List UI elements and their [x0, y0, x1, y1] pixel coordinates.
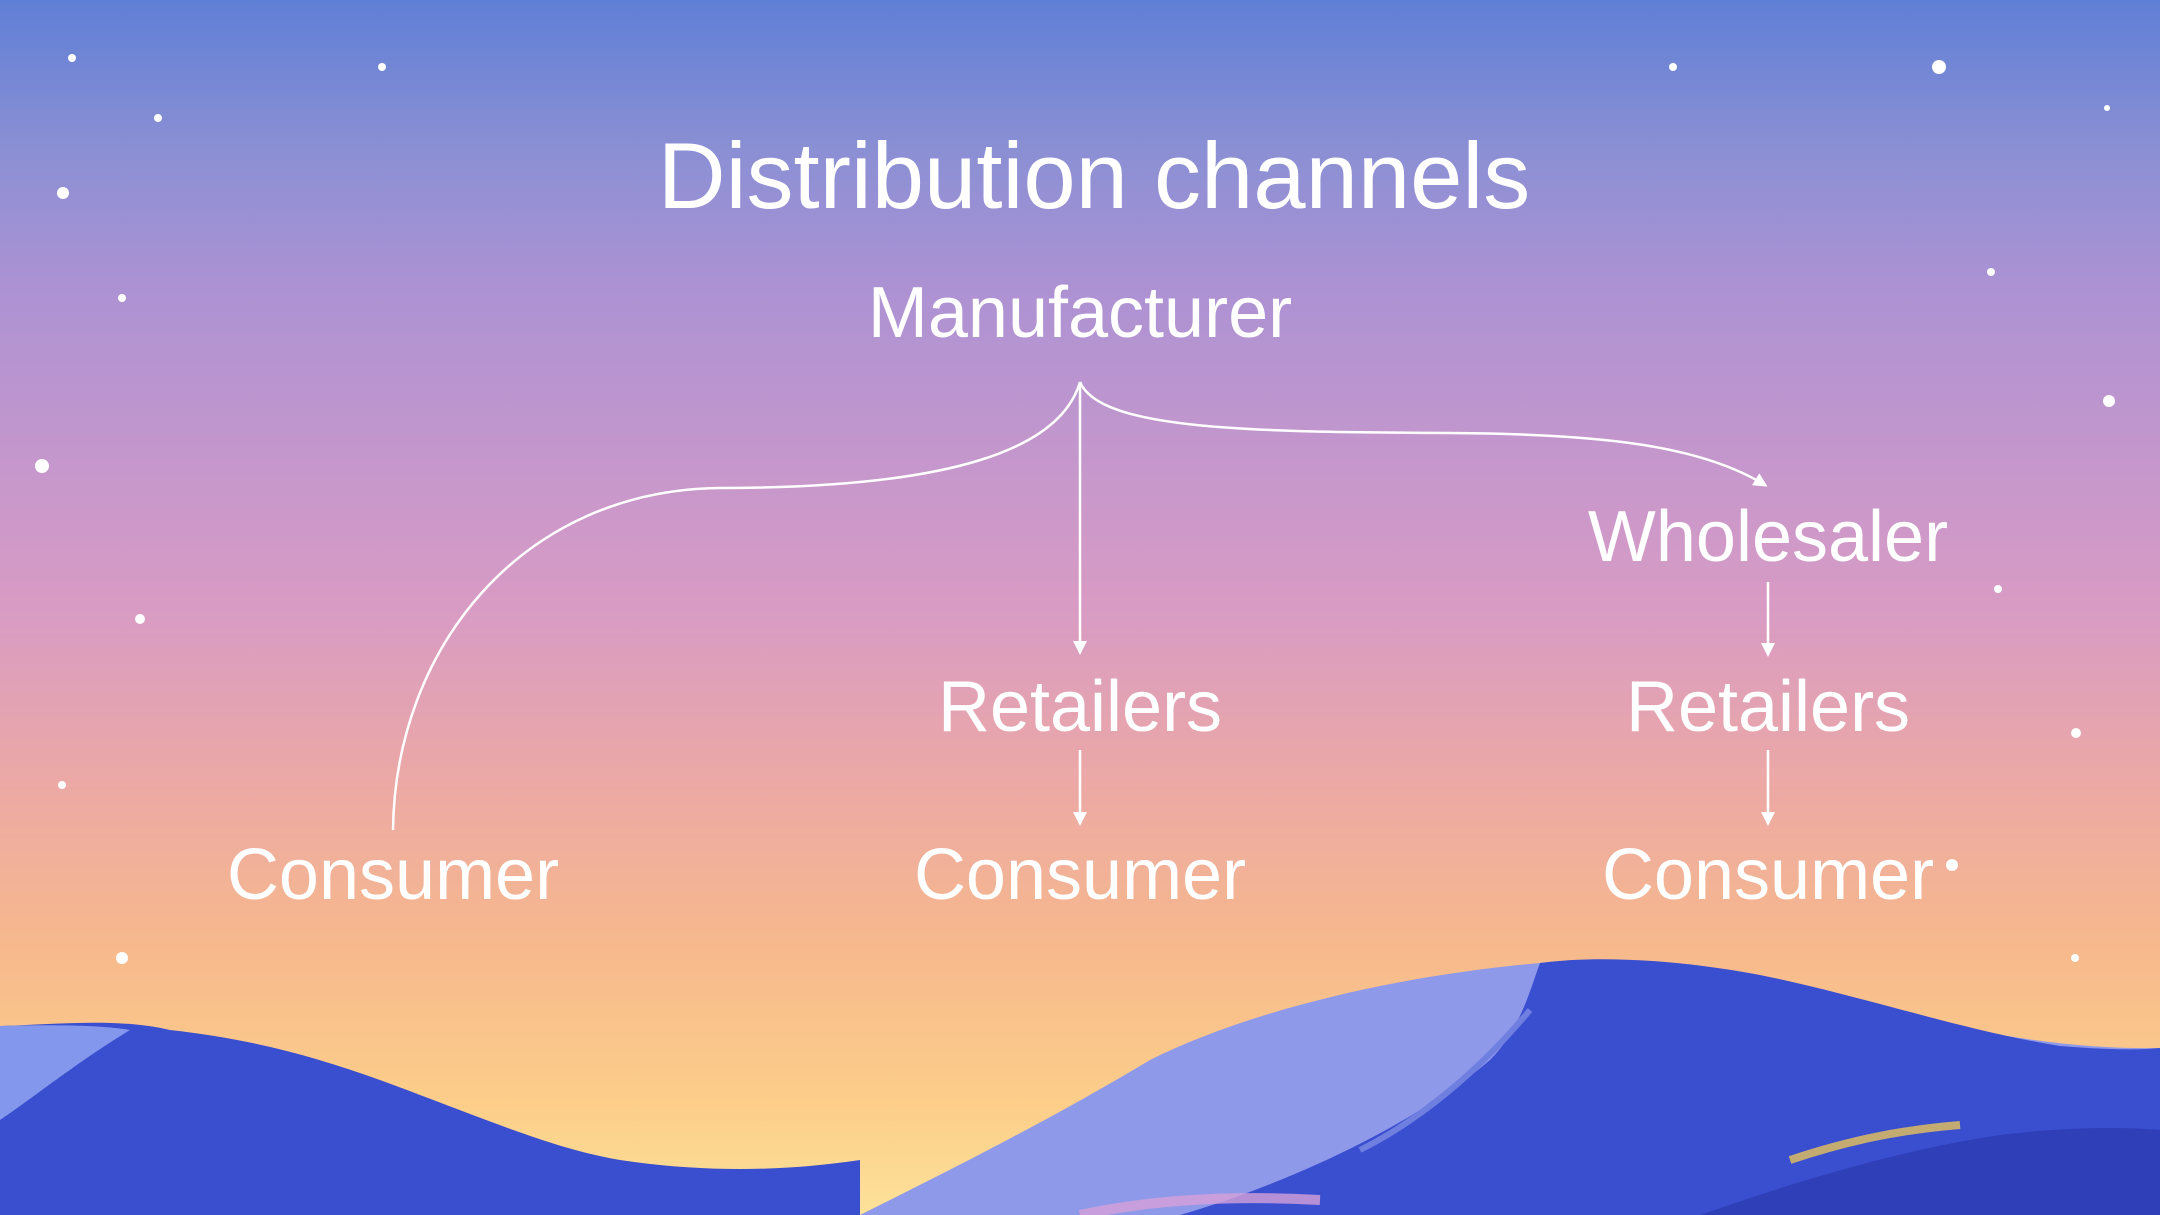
- node-consumer-left: Consumer: [226, 835, 560, 915]
- mountain-left-shade: [0, 1025, 130, 1120]
- node-consumer-mid: Consumer: [913, 835, 1247, 915]
- arrow-manufacturer-to-wholesaler: [1078, 381, 1768, 487]
- pink-streak: [1078, 1193, 1321, 1215]
- node-manufacturer: Manufacturer: [867, 273, 1293, 353]
- mountain-left: [0, 1022, 860, 1215]
- gold-streak: [1788, 1121, 1961, 1164]
- node-retailers-mid: Retailers: [937, 667, 1223, 747]
- slide-title: Distribution channels: [657, 123, 1531, 228]
- mountain-right-ridge: [1358, 1008, 1533, 1153]
- mountain-far-right: [1700, 1127, 2160, 1215]
- node-wholesaler: Wholesaler: [1587, 497, 1949, 577]
- node-consumer-right: Consumer: [1601, 835, 1935, 915]
- node-retailers-right: Retailers: [1625, 667, 1911, 747]
- mountain-right: [1180, 959, 2160, 1215]
- connector-manufacturer-to-consumer: [391, 381, 1082, 831]
